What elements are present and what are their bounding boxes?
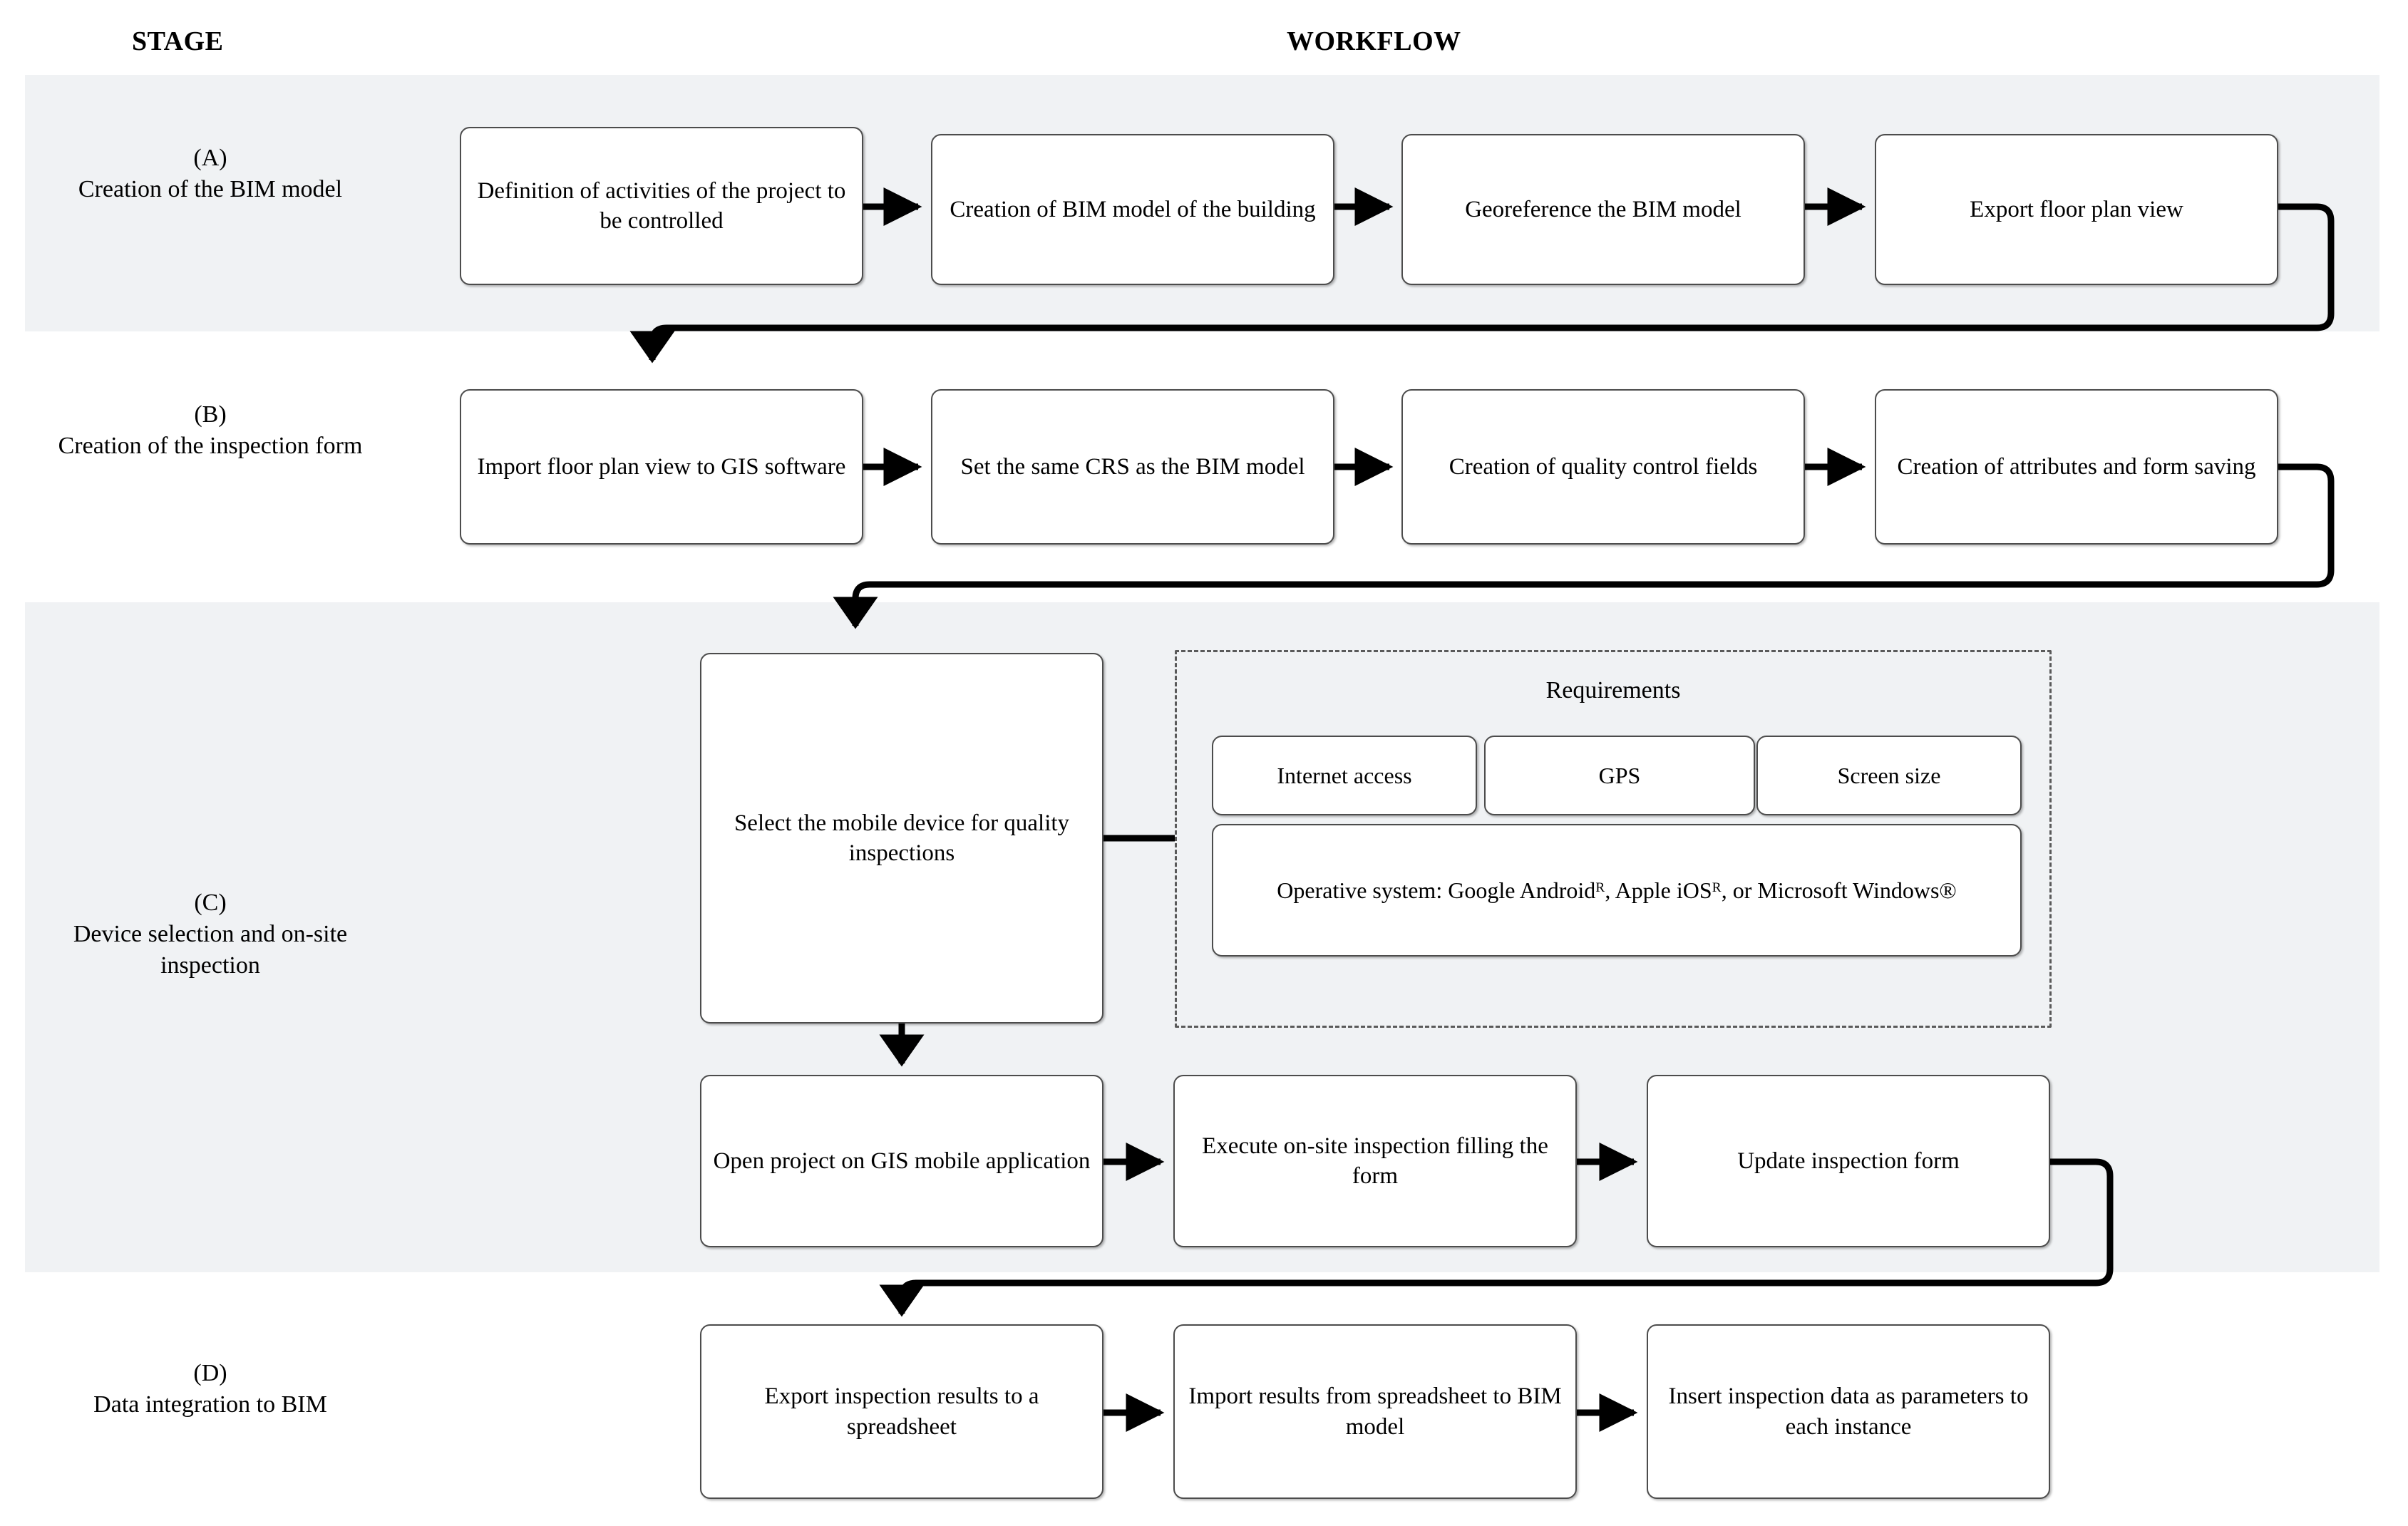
- process-node-a2[interactable]: Creation of BIM model of the building: [931, 134, 1334, 285]
- requirements-title: Requirements: [1545, 677, 1681, 703]
- stage-name-c: Device selection and on-site inspection: [73, 921, 348, 979]
- process-node-b2[interactable]: Set the same CRS as the BIM model: [931, 389, 1334, 545]
- process-node-c3[interactable]: Execute on-site inspection filling the f…: [1173, 1075, 1577, 1247]
- requirement-gps[interactable]: GPS: [1484, 736, 1755, 815]
- stage-code-d: (D): [193, 1360, 227, 1386]
- stage-label-d: (D) Data integration to BIM: [25, 1358, 396, 1421]
- stage-code-c: (C): [194, 890, 227, 916]
- requirement-internet-access[interactable]: Internet access: [1212, 736, 1477, 815]
- column-header-stage: STAGE: [132, 26, 224, 56]
- column-header-workflow: WORKFLOW: [1287, 26, 1461, 56]
- process-node-d2[interactable]: Import results from spreadsheet to BIM m…: [1173, 1324, 1577, 1499]
- stage-code-a: (A): [193, 145, 227, 171]
- process-node-a4[interactable]: Export floor plan view: [1875, 134, 2278, 285]
- stage-label-c: (C) Device selection and on-site inspect…: [25, 887, 396, 982]
- process-node-b1[interactable]: Import floor plan view to GIS software: [460, 389, 863, 545]
- stage-name-d: Data integration to BIM: [93, 1391, 327, 1418]
- process-node-c2[interactable]: Open project on GIS mobile application: [700, 1075, 1103, 1247]
- stage-name-a: Creation of the BIM model: [78, 176, 343, 203]
- stage-label-a: (A) Creation of the BIM model: [25, 143, 396, 205]
- process-node-b4[interactable]: Creation of attributes and form saving: [1875, 389, 2278, 545]
- process-node-a1[interactable]: Definition of activities of the project …: [460, 127, 863, 285]
- requirement-operative-system[interactable]: Operative system: Google Androidᴿ, Apple…: [1212, 824, 2022, 957]
- requirement-screen-size[interactable]: Screen size: [1756, 736, 2022, 815]
- process-node-c4[interactable]: Update inspection form: [1647, 1075, 2050, 1247]
- stage-label-b: (B) Creation of the inspection form: [25, 399, 396, 462]
- process-node-d1[interactable]: Export inspection results to a spreadshe…: [700, 1324, 1103, 1499]
- stage-name-b: Creation of the inspection form: [58, 433, 363, 460]
- process-node-d3[interactable]: Insert inspection data as parameters to …: [1647, 1324, 2050, 1499]
- stage-code-b: (B): [194, 401, 227, 428]
- process-node-a3[interactable]: Georeference the BIM model: [1401, 134, 1805, 285]
- requirements-group: [1175, 650, 2052, 1028]
- process-node-c1[interactable]: Select the mobile device for quality ins…: [700, 653, 1103, 1024]
- process-node-b3[interactable]: Creation of quality control fields: [1401, 389, 1805, 545]
